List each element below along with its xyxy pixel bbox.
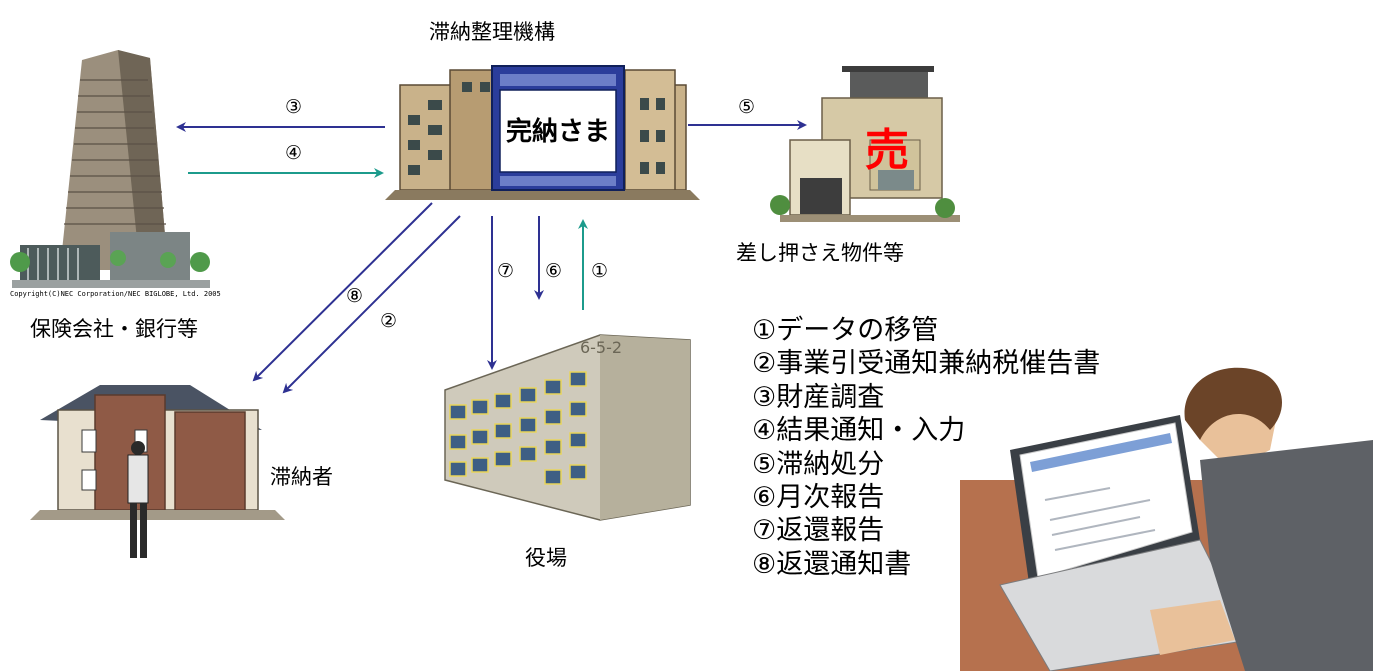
step-label-4: ④ [285,142,303,164]
town-hall-label: 役場 [525,546,567,570]
legend-item: ⑥月次報告 [752,482,885,514]
copyright-text: Copyright(C)NEC Corporation/NEC BIGLOBE,… [10,290,221,298]
step-label-8: ⑧ [346,285,364,307]
legend-item: ③財産調査 [752,381,885,413]
agency-screen-text: 完納さま [506,116,610,147]
step-label-7: ⑦ [497,260,515,282]
legend-item: ④結果通知・入力 [752,415,966,447]
agency-label: 滞納整理機構 [429,20,555,44]
for-sale-sign: 売 [865,125,909,176]
insurance-label: 保険会社・銀行等 [30,317,198,341]
legend-item: ⑧返還通知書 [752,548,912,580]
arrow-2 [282,215,461,394]
legend-item: ⑦返還報告 [752,515,885,547]
agency-building-icon [385,65,700,200]
legend-item: ①データの移管 [752,315,939,346]
building-number: 6-5-2 [580,338,622,357]
property-label: 差し押さえ物件等 [736,241,904,265]
step-label-2: ② [380,310,398,332]
step-legend: ①データの移管 ②事業引受通知兼納税催告書 ③財産調査 ④結果通知・入力 ⑤滞納… [752,314,1100,581]
debtor-label: 滞納者 [270,465,333,489]
insurance-tower-icon [10,50,210,288]
step-label-1: ① [591,260,609,282]
debtor-house-icon [30,385,285,558]
property-house-icon [770,66,960,222]
office-worker-laptop-icon [960,367,1373,671]
legend-item: ②事業引受通知兼納税催告書 [752,348,1101,380]
legend-item: ⑤滞納処分 [752,448,885,480]
step-label-3: ③ [285,96,303,118]
step-label-6: ⑥ [545,260,563,282]
arrow-8 [252,202,433,382]
town-hall-icon [444,334,691,521]
step-label-5: ⑤ [738,96,756,118]
